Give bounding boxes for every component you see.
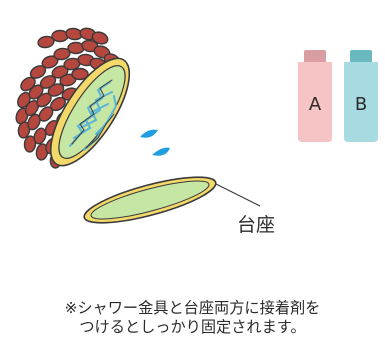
caption-line-1: ※シャワー金具と台座両方に接着剤を (64, 299, 321, 317)
filter-bead (17, 121, 31, 139)
bottle-b-label: B (355, 94, 367, 115)
filter-bead (33, 127, 47, 145)
filter-bead (91, 31, 109, 45)
filter-bead (47, 83, 65, 97)
adhesive-bottle-a: A (298, 50, 332, 142)
filter-bead (23, 135, 37, 153)
base-label-leader (215, 183, 261, 207)
filter-bead (53, 47, 71, 61)
filter-bead (37, 35, 55, 49)
bottle-a-label: A (309, 94, 322, 115)
adhesive-bottle-b: B (344, 50, 378, 142)
base-label: 台座 (237, 214, 275, 236)
water-drops (140, 129, 170, 156)
filter-bead (15, 107, 29, 125)
filter-bead (29, 65, 47, 79)
base-disc (83, 176, 261, 224)
caption-line-2: つけるとしっかり固定されます。 (79, 318, 306, 336)
filter-bead (27, 113, 41, 131)
shower-head-disc (49, 57, 131, 167)
instruction-caption: ※シャワー金具と台座両方に接着剤を つけるとしっかり固定されます。 (0, 299, 385, 337)
filter-bead (71, 67, 89, 81)
